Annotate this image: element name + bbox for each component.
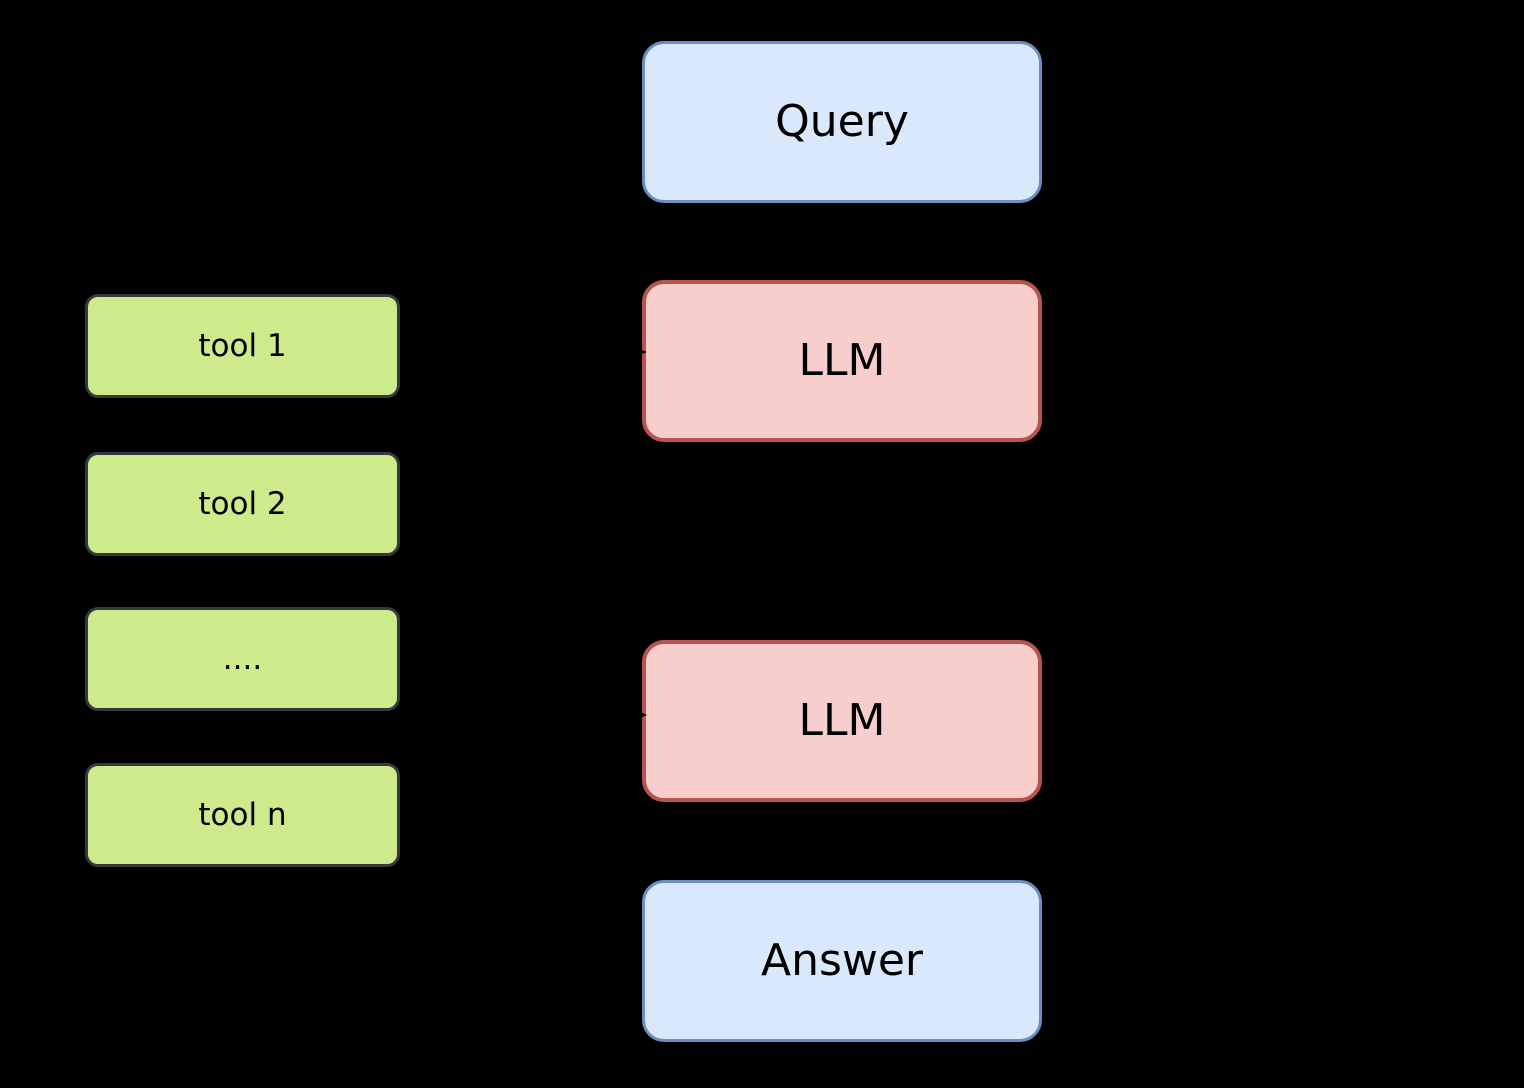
llm-node-1-label: LLM: [798, 334, 886, 386]
arrowhead-icon: [633, 709, 647, 721]
tool-node-n: tool n: [85, 763, 400, 867]
query-node-label: Query: [775, 95, 909, 147]
llm-node-1: LLM: [642, 280, 1042, 442]
answer-node-label: Answer: [760, 934, 924, 986]
tool-node-2: tool 2: [85, 452, 400, 556]
query-node: Query: [642, 41, 1042, 203]
tool-node-ellipsis: ....: [85, 607, 400, 711]
tool-node-1-label: tool 1: [198, 327, 287, 364]
llm-node-2: LLM: [642, 640, 1042, 802]
llm-node-2-label: LLM: [798, 694, 886, 746]
tool-node-2-label: tool 2: [198, 485, 287, 522]
answer-node: Answer: [642, 880, 1042, 1042]
arrowhead-icon: [633, 346, 647, 358]
tool-node-1: tool 1: [85, 294, 400, 398]
tool-node-ellipsis-label: ....: [222, 640, 263, 677]
tool-node-n-label: tool n: [198, 796, 287, 833]
